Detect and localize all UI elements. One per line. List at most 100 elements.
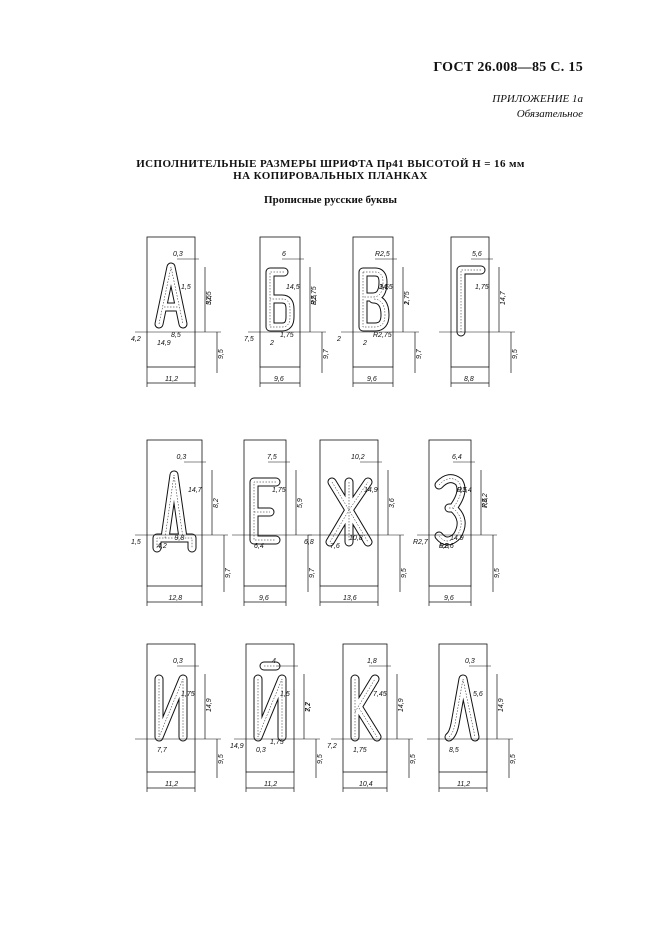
letter-glyph (444, 674, 480, 742)
dimension-label: 4,2 (131, 336, 141, 343)
dimension-label: 2 (336, 336, 341, 343)
dimension-label: R2,75 (373, 332, 392, 339)
dimension-label: 1,5 (181, 284, 191, 291)
dimension-label: 32,5 (206, 291, 213, 305)
plate-outline (243, 439, 287, 587)
dimension-label: 0,3 (177, 454, 187, 461)
dimension-label: 3,5 (311, 295, 318, 305)
letter-glyph (456, 265, 486, 337)
dimension-label: 9,5 (494, 568, 501, 578)
page-reference: ГОСТ 26.008—85 С. 15 (433, 60, 583, 75)
dimension-label: 14,9 (157, 340, 171, 347)
letter-plate-7: 10,23,614,97,66,810,89,513,6 (304, 439, 408, 606)
letter-plate-4: 5,614,71,759,58,8 (439, 236, 519, 387)
dimension-label: 9,7 (309, 567, 316, 578)
dimension-label: 0,3 (256, 747, 266, 754)
dimension-label: 1,75 (404, 291, 411, 305)
dimension-label: 11,2 (457, 781, 470, 788)
dimension-label: 1,75 (270, 739, 284, 746)
dimension-label: 9,5 (218, 349, 225, 359)
letter-glyph (249, 477, 281, 545)
dimension-label: 7,5 (244, 336, 254, 343)
dimension-label: 14,9 (398, 698, 405, 712)
dimension-label: 9,6 (274, 376, 284, 383)
dimension-label: 7,5 (267, 454, 277, 461)
dimension-label: 4 (272, 658, 276, 665)
dimension-label: 9,5 (410, 754, 417, 764)
plate-outline (259, 236, 301, 368)
dimension-label: R3,4 (457, 487, 472, 494)
dimension-label: 14,9 (450, 535, 464, 542)
dimension-label: 7,7 (157, 747, 168, 754)
appendix-status: Обязательное (516, 108, 583, 120)
dimension-label: 9,7 (225, 567, 232, 578)
dimension-label: 5,6 (473, 691, 483, 698)
dimension-label: 8,2 (213, 498, 220, 508)
dimension-label: 14,9 (206, 698, 213, 712)
dimension-label: 1,75 (272, 487, 286, 494)
dimension-label: 14,7 (500, 290, 507, 305)
dimension-label: 14,9 (230, 743, 244, 750)
dimension-label: 1,5 (280, 691, 290, 698)
letter-plate-6: 7,55,91,756,49,79,6 (232, 439, 316, 606)
dimension-label: 1,75 (475, 284, 489, 291)
plate-outline (342, 643, 388, 773)
dimension-label: 11,2 (165, 376, 178, 383)
dimension-label: 4,2 (157, 543, 167, 550)
dimension-label: R3,2 (482, 493, 489, 508)
plate-outline (146, 439, 203, 587)
letter-plate-1: 0,332,51,514,94,28,55,69,511,2 (131, 236, 225, 387)
letter-glyph (154, 262, 188, 329)
dimension-label: 3,2 (305, 702, 312, 712)
letter-glyph (358, 267, 390, 332)
dimension-label: 7,6 (330, 543, 340, 550)
dimension-label: 9,5 (401, 568, 408, 578)
letter-glyph (253, 661, 287, 742)
appendix-number: ПРИЛОЖЕНИЕ 1а (492, 93, 583, 105)
dimension-label: 7,2 (327, 743, 337, 750)
dimension-label: 11,2 (264, 781, 277, 788)
dimension-label: 1,8 (367, 658, 377, 665)
title-line-1: ИСПОЛНИТЕЛЬНЫЕ РАЗМЕРЫ ШРИФТА Пр41 ВЫСОТ… (136, 158, 525, 170)
dimension-label: 9,8 (175, 535, 185, 542)
dimension-label: 14,5 (379, 284, 393, 291)
dimension-label: 14,9 (498, 698, 505, 712)
plate-outline (146, 236, 196, 368)
dimension-label: 1,75 (280, 332, 294, 339)
dimension-label: 0,3 (465, 658, 475, 665)
plate-outline (319, 439, 379, 587)
plate-outline (450, 236, 490, 368)
document-title: ИСПОЛНИТЕЛЬНЫЕ РАЗМЕРЫ ШРИФТА Пр41 ВЫСОТ… (0, 158, 661, 182)
dimension-label: 9,6 (444, 595, 454, 602)
dimension-label: 0,3 (173, 251, 183, 258)
dimension-label: 9,5 (317, 754, 324, 764)
dimension-label: R2,75 (311, 286, 318, 305)
dimension-label: 14,5 (286, 284, 300, 291)
dimension-label: 14,9 (364, 487, 378, 494)
dimension-label: 7,45 (373, 691, 387, 698)
letter-plate-12: 0,314,95,68,59,511,2 (427, 643, 517, 792)
dimension-label: 9,6 (259, 595, 269, 602)
section-subtitle: Прописные русские буквы (264, 194, 397, 206)
appendix-label: ПРИЛОЖЕНИЕ 1а Обязательное (492, 92, 583, 122)
plate-outline (352, 236, 394, 368)
letter-glyph (434, 474, 466, 546)
dimension-label: 9,5 (512, 349, 519, 359)
dimension-label: 13,6 (343, 595, 357, 602)
dimension-label: 1,5 (131, 539, 141, 546)
dimension-label: 0,5 (457, 487, 467, 494)
letter-plate-5: 0,38,214,74,21,59,89,712,8 (131, 439, 232, 606)
dimension-label: 14,7 (188, 487, 203, 494)
dimension-label: 9,7 (323, 348, 330, 359)
letter-plate-11: 1,814,97,451,757,29,510,4 (327, 643, 417, 792)
plate-outline (428, 439, 472, 587)
dimension-label: 6 (282, 251, 286, 258)
dimension-label: 6,8 (304, 539, 314, 546)
dimension-label: 9,6 (367, 376, 377, 383)
dimension-label: 10,4 (359, 781, 373, 788)
dimension-label: 11,2 (165, 781, 178, 788)
dimension-label: 7,7 (305, 701, 312, 712)
plate-outline (146, 643, 196, 773)
